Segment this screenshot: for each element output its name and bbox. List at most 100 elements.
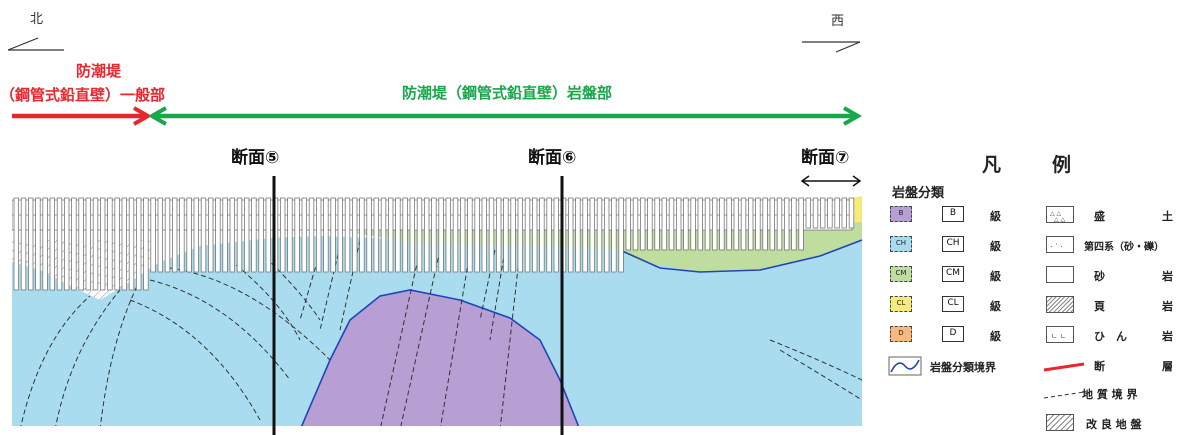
- steel-pipe-pile: [402, 197, 408, 273]
- steel-pipe-pile: [236, 197, 243, 273]
- north-label: 北: [30, 12, 44, 27]
- rock-type-porphyry-b: 岩: [1162, 330, 1173, 343]
- steel-pipe-pile: [834, 197, 840, 229]
- steel-pipe-pile: [827, 197, 833, 229]
- sandstone-icon: [1046, 266, 1074, 283]
- steel-pipe-pile: [589, 197, 595, 273]
- legend-title-b: 例: [1052, 154, 1074, 176]
- suffix-cl: 級: [990, 300, 1001, 313]
- steel-pipe-pile: [258, 197, 264, 273]
- steel-pipe-pile: [330, 197, 336, 273]
- steel-pipe-pile: [64, 197, 70, 291]
- steel-pipe-pile: [618, 197, 624, 273]
- code-b: B: [942, 206, 964, 222]
- suffix-b: 級: [990, 210, 1001, 223]
- steel-pipe-pile: [740, 197, 747, 251]
- steel-pipe-pile: [359, 197, 365, 273]
- swatch-ch: CH: [890, 236, 912, 252]
- steel-pipe-pile: [661, 197, 667, 251]
- steel-pipe-pile: [632, 197, 639, 251]
- steel-pipe-pile: [812, 197, 819, 229]
- steel-pipe-pile: [71, 197, 77, 291]
- steel-pipe-pile: [805, 197, 811, 229]
- steel-pipe-pile: [171, 197, 178, 273]
- steel-pipe-pile: [164, 197, 171, 273]
- code-d: D: [942, 326, 964, 342]
- steel-pipe-pile: [676, 197, 682, 251]
- swatch-b: B: [890, 206, 912, 222]
- shale-icon: [1046, 296, 1074, 313]
- steel-pipe-pile: [575, 197, 581, 273]
- steel-pipe-pile: [654, 197, 660, 251]
- steel-pipe-pile: [380, 197, 387, 273]
- fill-icon: △ △△ △: [1046, 206, 1074, 223]
- steel-pipe-pile: [387, 197, 394, 273]
- steel-pipe-pile: [647, 197, 653, 251]
- geological-cross-section: [12, 175, 862, 435]
- rock-type-fill-a: 盛: [1094, 210, 1105, 223]
- steel-pipe-pile: [568, 197, 574, 273]
- steel-pipe-pile: [712, 197, 718, 251]
- steel-pipe-pile: [100, 197, 106, 291]
- porphyry-icon: ㄴ ㄴ: [1046, 326, 1074, 343]
- code-cm: CM: [942, 266, 964, 282]
- code-ch: CH: [942, 236, 964, 252]
- steel-pipe-pile: [776, 197, 783, 251]
- steel-pipe-pile: [301, 197, 307, 273]
- steel-pipe-pile: [294, 197, 300, 273]
- section-6-label: 断面⑥: [528, 148, 577, 168]
- rock-type-sandstone-a: 砂: [1094, 270, 1105, 283]
- steel-pipe-pile: [215, 197, 221, 273]
- steel-pipe-pile: [445, 197, 451, 273]
- steel-pipe-pile: [157, 197, 163, 273]
- general-segment-label-1: 防潮堤: [76, 62, 122, 80]
- steel-pipe-pile: [625, 197, 631, 251]
- steel-pipe-pile: [690, 197, 696, 251]
- steel-pipe-pile: [265, 197, 271, 273]
- steel-pipe-pile: [395, 197, 401, 273]
- steel-pipe-pile: [553, 197, 559, 273]
- quaternary-icon: . · .: [1046, 236, 1074, 253]
- improved-ground-icon: [1046, 414, 1074, 431]
- rock-type-fill-b: 土: [1162, 210, 1173, 223]
- steel-pipe-pile: [596, 197, 603, 273]
- steel-pipe-pile: [719, 197, 725, 251]
- steel-pipe-pile: [107, 197, 113, 291]
- steel-pipe-pile: [820, 197, 826, 229]
- steel-pipe-pile: [114, 197, 120, 291]
- steel-pipe-pile: [35, 197, 41, 291]
- swatch-d: D: [890, 326, 912, 342]
- steel-pipe-pile: [784, 197, 790, 251]
- steel-pipe-pile: [791, 197, 797, 251]
- steel-pipe-pile: [49, 197, 55, 291]
- steel-pipe-pile: [308, 197, 315, 273]
- rock-type-shale-a: 頁: [1094, 300, 1105, 313]
- steel-pipe-pile: [121, 197, 127, 291]
- steel-pipe-pile: [179, 197, 185, 273]
- suffix-cm: 級: [990, 270, 1001, 283]
- west-arrow-icon: [802, 41, 861, 53]
- segment-arrows: [12, 106, 863, 126]
- steel-pipe-pile: [351, 197, 358, 273]
- steel-pipe-pile: [733, 197, 739, 251]
- legend: 凡 例 岩盤分類 B B 級 CH CH 級 CM CM 級 CL CL 級 D…: [872, 148, 1182, 435]
- rock-boundary-line-icon: [888, 356, 922, 376]
- steel-pipe-pile: [438, 197, 444, 273]
- steel-pipe-pile: [20, 197, 27, 291]
- steel-pipe-pile: [193, 197, 199, 273]
- steel-pipe-pile: [495, 197, 502, 273]
- steel-pipe-pile: [726, 197, 732, 251]
- steel-pipe-pile: [640, 197, 646, 251]
- steel-pipe-pile: [416, 197, 423, 273]
- fault-label-b: 層: [1162, 360, 1173, 373]
- swatch-cl: CL: [890, 296, 912, 312]
- steel-pipe-pile: [467, 197, 473, 273]
- steel-pipe-pile: [27, 197, 34, 291]
- steel-pipe-pile: [431, 197, 437, 273]
- steel-pipe-pile: [524, 197, 531, 273]
- steel-pipe-pile: [207, 197, 214, 273]
- steel-pipe-pile: [748, 197, 754, 251]
- steel-pipe-pile: [546, 197, 552, 273]
- steel-pipe-pile: [143, 197, 149, 291]
- steel-pipe-pile: [243, 197, 250, 273]
